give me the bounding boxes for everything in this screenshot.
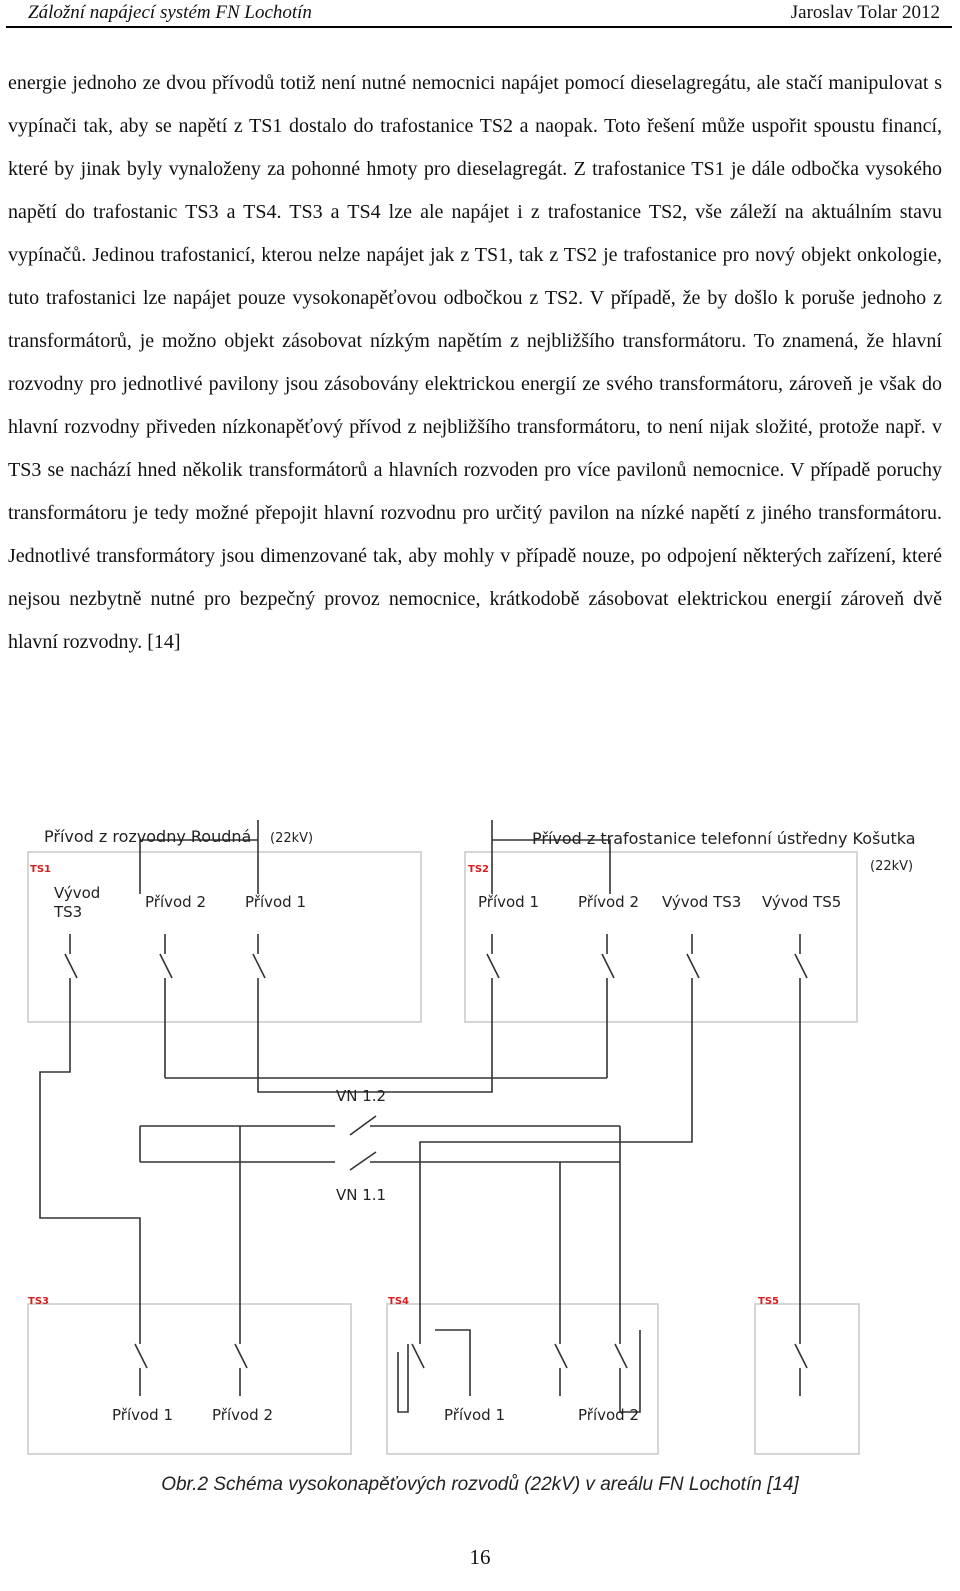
ts5-switch	[794, 1276, 808, 1396]
ts2-vyvod-ts5-switch	[794, 934, 808, 1276]
page-number: 16	[469, 1545, 491, 1569]
vn12-label: VN 1.2	[336, 1087, 386, 1105]
ts1-vyvod-label-1: Vývod	[54, 884, 100, 902]
ts5-box	[754, 1303, 860, 1455]
ts4-privod2-switch	[554, 1304, 568, 1396]
header-author: Jaroslav Tolar 2012	[790, 2, 940, 23]
ts4-box	[386, 1303, 659, 1455]
header-title: Záložní napájecí systém FN Lochotín	[28, 2, 312, 23]
ts3-tag: TS3	[28, 1296, 49, 1307]
ts2-box	[464, 851, 858, 1023]
vn-left-drops	[139, 1126, 241, 1304]
ts2-privod1-switch	[486, 934, 500, 1078]
figure-caption: Obr.2 Schéma vysokonapěťových rozvodů (2…	[161, 1474, 799, 1495]
feed-left-kv: (22kV)	[270, 831, 313, 846]
ts4-privod1-switch	[397, 1304, 425, 1413]
feed-right-label: Přívod z trafostanice telefonní ústředny…	[532, 829, 916, 848]
feed-right-kv: (22kV)	[870, 859, 913, 874]
ts1-to-ts3-line	[39, 1052, 141, 1304]
ts2-privod2-label: Přívod 2	[578, 893, 639, 911]
feed-line-roudna-branch	[139, 839, 258, 894]
bus-privod1	[257, 1078, 493, 1093]
ts2-vyvod-ts3-switch	[686, 934, 700, 1052]
ts5-tag: TS5	[758, 1296, 779, 1307]
ts1-tag: TS1	[30, 864, 51, 875]
ts1-vyvod-switch	[64, 934, 78, 1052]
ts2-to-ts4-line	[419, 1052, 693, 1304]
ts2-privod2-switch	[601, 934, 615, 1078]
ts2-vyvod-ts3-label: Vývod TS3	[662, 893, 741, 911]
ts4-loop-1	[435, 1329, 471, 1396]
ts3-privod2-label: Přívod 2	[212, 1406, 273, 1424]
ts3-privod2-switch	[234, 1304, 248, 1396]
vn12-switch	[349, 1115, 377, 1136]
ts1-privod1-switch	[252, 934, 266, 1078]
ts1-privod2-label: Přívod 2	[145, 893, 206, 911]
body-paragraph: energie jednoho ze dvou přívodů totiž ne…	[8, 72, 942, 653]
ts1-box	[27, 851, 422, 1023]
ts2-tag: TS2	[468, 864, 489, 875]
vn11-switch	[349, 1151, 377, 1171]
ts2-privod1-label: Přívod 1	[478, 893, 539, 911]
hv-schematic-figure: Přívod z rozvodny Roudná (22kV) Přívod z…	[0, 812, 960, 1472]
feed-line-kosutka-branch	[492, 839, 611, 894]
vn11-label: VN 1.1	[336, 1186, 386, 1204]
ts3-privod1-switch	[134, 1304, 148, 1396]
ts4-tag: TS4	[388, 1296, 409, 1307]
ts1-privod2-switch	[159, 934, 173, 1078]
feed-left-label: Přívod z rozvodny Roudná	[44, 827, 251, 846]
ts1-privod1-label: Přívod 1	[245, 893, 306, 911]
ts3-box	[27, 1303, 352, 1455]
ts2-vyvod-ts5-label: Vývod TS5	[762, 893, 841, 911]
ts3-privod1-label: Přívod 1	[112, 1406, 173, 1424]
ts4-privod1-label: Přívod 1	[444, 1406, 505, 1424]
ts4-privod2-label: Přívod 2	[578, 1406, 639, 1424]
page-header: Záložní napájecí systém FN Lochotín Jaro…	[6, 0, 952, 28]
ts1-vyvod-label-2: TS3	[53, 903, 82, 921]
ts4-loop-2	[614, 1304, 641, 1413]
vn-drop-lines	[559, 1126, 621, 1304]
hv-schematic-diagram: Přívod z rozvodny Roudná (22kV) Přívod z…	[27, 820, 916, 1455]
